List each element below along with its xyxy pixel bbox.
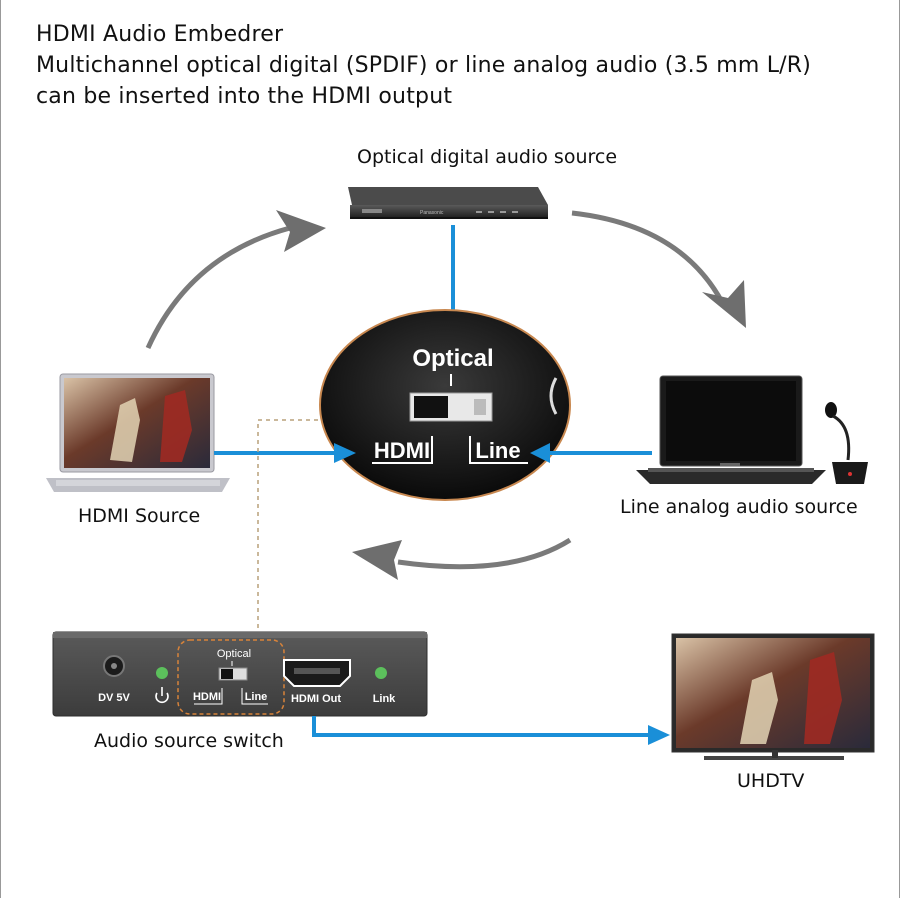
uhdtv: [671, 633, 875, 760]
embedder-device: DV 5V Optical HDMI Line HDMI Out Link: [52, 631, 428, 717]
zoom-optical-label: Optical: [412, 345, 493, 372]
cycle-arrow-bottom: [352, 537, 572, 580]
tv-label: UHDTV: [737, 770, 805, 792]
cycle-arrow-top-left: [145, 210, 326, 350]
cycle-arrow-top-right: [571, 210, 746, 328]
line-source-label: Line analog audio source: [620, 496, 858, 518]
microphone-icon: [825, 402, 868, 484]
device-line-label: Line: [245, 691, 268, 703]
power-led-icon: [156, 667, 168, 679]
device-hdmi-out-label: HDMI Out: [291, 693, 341, 705]
zoom-leader-line: [257, 419, 318, 640]
optical-source-label: Optical digital audio source: [357, 146, 618, 168]
zoom-hdmi-label: HDMI: [374, 438, 430, 463]
hdmi-source-label: HDMI Source: [78, 505, 201, 527]
line-source-arrow: [530, 443, 652, 463]
zoom-line-label: Line: [475, 438, 520, 463]
hdmi-output-arrow: [312, 716, 670, 745]
switch-caption: Audio source switch: [94, 730, 284, 752]
hdmi-source-laptop: [46, 373, 230, 492]
header-subtitle-2: can be inserted into the HDMI output: [36, 84, 453, 109]
device-hdmi-label: HDMI: [193, 691, 221, 703]
line-source-laptop: [636, 375, 826, 484]
device-optical-label: Optical: [217, 648, 251, 660]
zoom-slider-knob: [414, 396, 448, 418]
player-brand: Panasonic: [420, 210, 444, 216]
device-link-label: Link: [373, 693, 396, 705]
link-led-icon: [375, 667, 387, 679]
power-icon: [155, 687, 169, 704]
switch-highlight: [177, 639, 285, 715]
switch-zoom-bubble: Optical HDMI Line: [319, 309, 571, 501]
hdmi-source-arrow: [214, 443, 356, 463]
header-title: HDMI Audio Embedrer: [36, 22, 284, 47]
device-dc-label: DV 5V: [98, 692, 130, 704]
optical-player: Panasonic: [348, 187, 548, 219]
header-subtitle-1: Multichannel optical digital (SPDIF) or …: [36, 53, 812, 78]
